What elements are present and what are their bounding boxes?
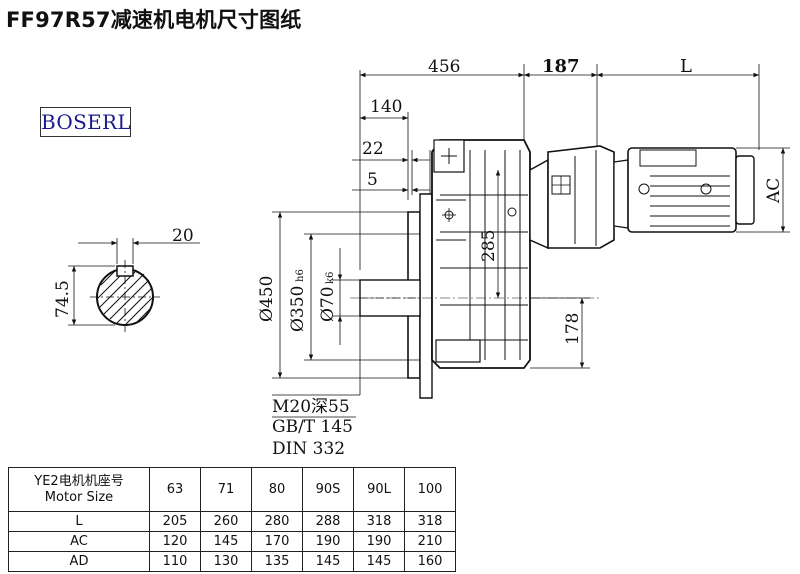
output-shaft <box>350 279 600 317</box>
row-label: AC <box>8 531 150 552</box>
dim-140: 140 <box>370 97 402 117</box>
dim-22: 22 <box>362 139 384 159</box>
dim-178: 178 <box>563 313 583 345</box>
page-title: FF97R57减速机电机尺寸图纸 <box>6 8 302 32</box>
top-dimensions <box>352 64 760 270</box>
table-cell: 130 <box>200 551 252 572</box>
table-cell: 288 <box>302 511 354 532</box>
dim-key-height: 74.5 <box>53 280 73 318</box>
header-line-1: YE2电机机座号 <box>34 473 124 489</box>
size-cell: 63 <box>149 467 201 512</box>
table-header-row: YE2电机机座号 Motor Size 63 71 80 90S 90L 100 <box>8 467 456 512</box>
table-cell: 120 <box>149 531 201 552</box>
dim-5: 5 <box>367 170 378 190</box>
technical-drawing: 20 74.5 456 187 L 140 22 5 <box>53 56 790 459</box>
table-cell: 170 <box>251 531 303 552</box>
table-header-label: YE2电机机座号 Motor Size <box>8 467 150 512</box>
brand-logo: BOSERL <box>40 107 131 137</box>
electric-motor <box>627 147 755 233</box>
thread-spec: M20深55 <box>272 397 350 417</box>
dim-key-width: 20 <box>172 226 194 246</box>
row-label: L <box>8 511 150 532</box>
size-cell: 90S <box>302 467 354 512</box>
header-line-2: Motor Size <box>44 489 114 505</box>
table-cell: 110 <box>149 551 201 572</box>
adapter-housing <box>529 145 629 250</box>
size-cell: 71 <box>200 467 252 512</box>
dim-dia-70-group: Ø70 k6 <box>318 272 338 322</box>
table-cell: 318 <box>353 511 405 532</box>
table-cell: 205 <box>149 511 201 532</box>
dim-dia-70-tol: k6 <box>325 272 336 284</box>
dim-dia-350-group: Ø350 h6 <box>288 269 308 332</box>
size-cell: 100 <box>404 467 456 512</box>
dim-285: 285 <box>479 230 499 262</box>
table-cell: 260 <box>200 511 252 532</box>
table-cell: 318 <box>404 511 456 532</box>
gear-unit-housing <box>407 139 531 399</box>
table-row: L 205 260 280 288 318 318 <box>8 511 456 532</box>
shaft-section-view <box>68 238 200 334</box>
table-cell: 210 <box>404 531 456 552</box>
table-cell: 145 <box>302 551 354 572</box>
size-cell: 90L <box>353 467 405 512</box>
vertical-dimensions <box>272 147 790 396</box>
motor-size-table: YE2电机机座号 Motor Size 63 71 80 90S 90L 100… <box>8 467 456 572</box>
table-cell: 135 <box>251 551 303 572</box>
table-cell: 160 <box>404 551 456 572</box>
dim-dia-350: Ø350 <box>288 286 308 332</box>
dim-L: L <box>680 56 692 77</box>
size-cell: 80 <box>251 467 303 512</box>
dim-456: 456 <box>428 57 460 77</box>
table-cell: 280 <box>251 511 303 532</box>
table-row: AD 110 130 135 145 145 160 <box>8 551 456 572</box>
table-cell: 190 <box>353 531 405 552</box>
dim-dia-450: Ø450 <box>257 276 277 322</box>
dim-AC: AC <box>764 178 784 204</box>
dim-dia-70: Ø70 <box>318 286 338 322</box>
table-cell: 145 <box>200 531 252 552</box>
table-row: AC 120 145 170 190 190 210 <box>8 531 456 552</box>
table-cell: 145 <box>353 551 405 572</box>
standard-gbt: GB/T 145 <box>272 417 353 437</box>
dim-dia-350-tol: h6 <box>295 269 306 282</box>
dim-187: 187 <box>542 56 580 77</box>
row-label: AD <box>8 551 150 572</box>
standard-din: DIN 332 <box>272 439 345 459</box>
table-cell: 190 <box>302 531 354 552</box>
